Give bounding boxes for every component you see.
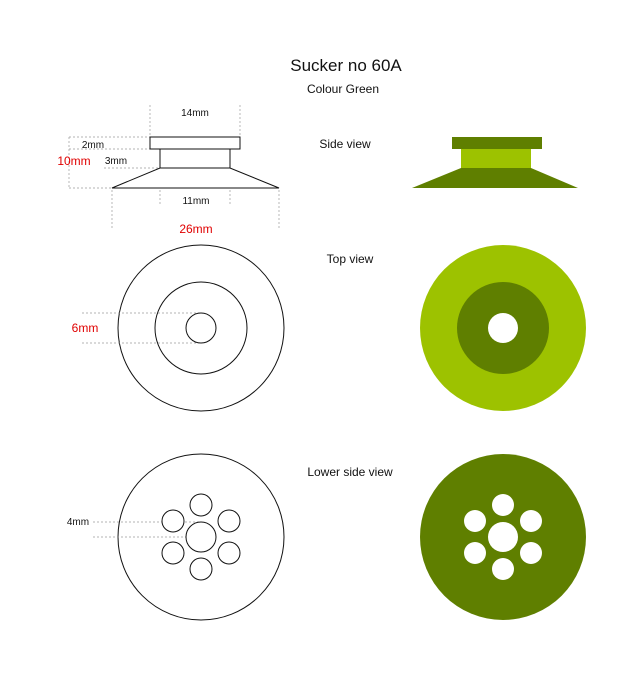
- side-view-green: [412, 137, 578, 188]
- top-view-center-hole: [185, 312, 217, 344]
- lower-view-green-hole: [520, 510, 542, 532]
- side-view-green-cap: [452, 137, 542, 149]
- lower-view-green-hole: [492, 558, 514, 580]
- lower-view-hole: [189, 493, 213, 517]
- top-view-green-hole: [488, 313, 518, 343]
- side-view-cap: [149, 136, 241, 150]
- side-view-base: [111, 167, 280, 189]
- lower-view-green-hole: [520, 542, 542, 564]
- lower-view-hole: [161, 509, 185, 533]
- lower-view-hole: [189, 557, 213, 581]
- dimension-4mm: 4mm: [67, 517, 89, 528]
- dimension-3mm: 3mm: [105, 156, 127, 167]
- dimension-26mm: 26mm: [179, 222, 212, 236]
- lower-view-hole: [161, 541, 185, 565]
- side-view-stem: [159, 148, 231, 169]
- side-view-green-stem: [461, 149, 531, 168]
- diagram-subtitle: Colour Green: [307, 82, 379, 96]
- label-lower-side-view: Lower side view: [307, 465, 393, 479]
- lower-view-drawing: 4mm: [67, 453, 285, 621]
- dimension-2mm: 2mm: [82, 140, 104, 151]
- lower-view-hole: [217, 541, 241, 565]
- lower-view-green: [420, 454, 586, 620]
- label-side-view: Side view: [319, 137, 371, 151]
- lower-view-hole-center: [185, 521, 217, 553]
- side-view-green-base: [412, 168, 578, 188]
- lower-view-green-hole: [464, 542, 486, 564]
- lower-view-hole: [217, 509, 241, 533]
- lower-view-green-hole-center: [488, 522, 518, 552]
- lower-view-green-hole: [464, 510, 486, 532]
- side-view-drawing: 14mm 2mm 10mm 3mm 11mm 26mm: [57, 105, 280, 236]
- dimension-11mm: 11mm: [182, 196, 209, 207]
- diagram-title: Sucker no 60A: [290, 56, 402, 75]
- dimension-10mm: 10mm: [57, 154, 90, 168]
- dimension-14mm: 14mm: [181, 108, 209, 119]
- top-view-drawing: 6mm: [72, 244, 285, 412]
- top-view-green: [420, 245, 586, 411]
- label-top-view: Top view: [327, 252, 374, 266]
- dimension-6mm: 6mm: [72, 321, 99, 335]
- lower-view-green-hole: [492, 494, 514, 516]
